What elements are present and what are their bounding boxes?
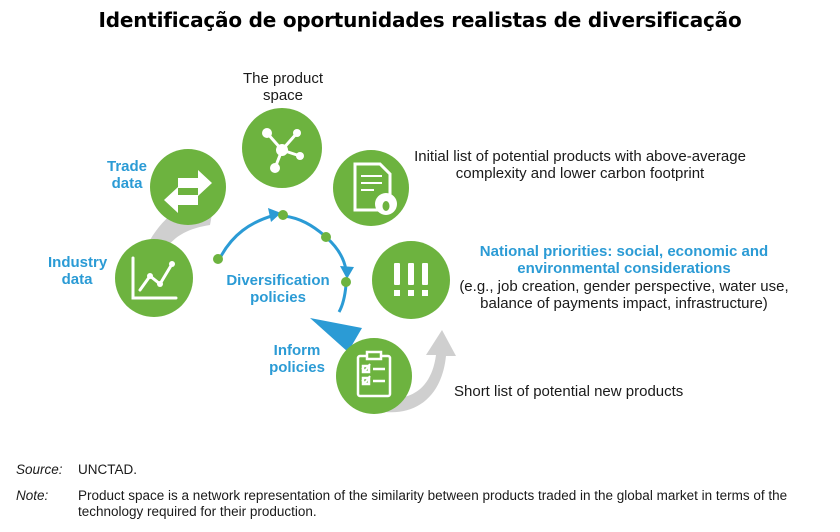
note-value: Product space is a network representatio… (78, 488, 788, 519)
initial-list-node (333, 150, 409, 226)
industry-data-label: Industry data (48, 254, 108, 288)
line-chart-icon (131, 256, 178, 300)
priorities-node (372, 241, 450, 319)
arc-dot (321, 232, 331, 242)
arc-dot (341, 277, 351, 287)
blue-arc-arrowhead-3 (340, 266, 354, 279)
note-line: Note: Product space is a network represe… (16, 488, 826, 524)
network-nodes-icon (262, 128, 304, 173)
industry-node (115, 239, 193, 317)
arc-dot (278, 210, 288, 220)
short-list-node (336, 338, 412, 414)
blue-arc-arrow-4 (337, 284, 348, 313)
priorities-detail-label: (e.g., job creation, gender perspective,… (459, 278, 789, 312)
blue-arc-arrowhead-1 (268, 208, 281, 222)
source-value: UNCTAD. (78, 462, 137, 477)
blue-arc-arrow-2 (283, 214, 326, 238)
grey-return-arrow (385, 330, 456, 413)
clipboard-checklist-icon (356, 350, 392, 398)
inform-policies-label: Inform policies (269, 342, 325, 376)
blue-arc-arrow-1 (218, 213, 276, 259)
initial-list-label: Initial list of potential products with … (414, 148, 746, 182)
product-space-label: The product space (242, 70, 324, 104)
short-list-label: Short list of potential new products (454, 383, 684, 400)
blue-triangle-pointer (310, 318, 362, 352)
diversification-policies-label: Diversification policies (226, 272, 330, 306)
source-key: Source: (16, 462, 63, 477)
exchange-arrows-icon (164, 170, 212, 213)
arc-dot (213, 254, 223, 264)
source-line: Source: UNCTAD. (16, 462, 826, 480)
blue-arc-arrow-3 (325, 236, 348, 271)
exclamation-marks-icon (394, 263, 428, 296)
page-title: Identificação de oportunidades realistas… (98, 8, 742, 32)
trade-node (150, 149, 226, 225)
product-space-node (242, 108, 322, 188)
document-footprint-icon (353, 162, 397, 215)
trade-data-label: Trade data (106, 158, 148, 192)
note-key: Note: (16, 488, 49, 503)
priorities-bold-label: National priorities: social, economic an… (479, 243, 769, 277)
